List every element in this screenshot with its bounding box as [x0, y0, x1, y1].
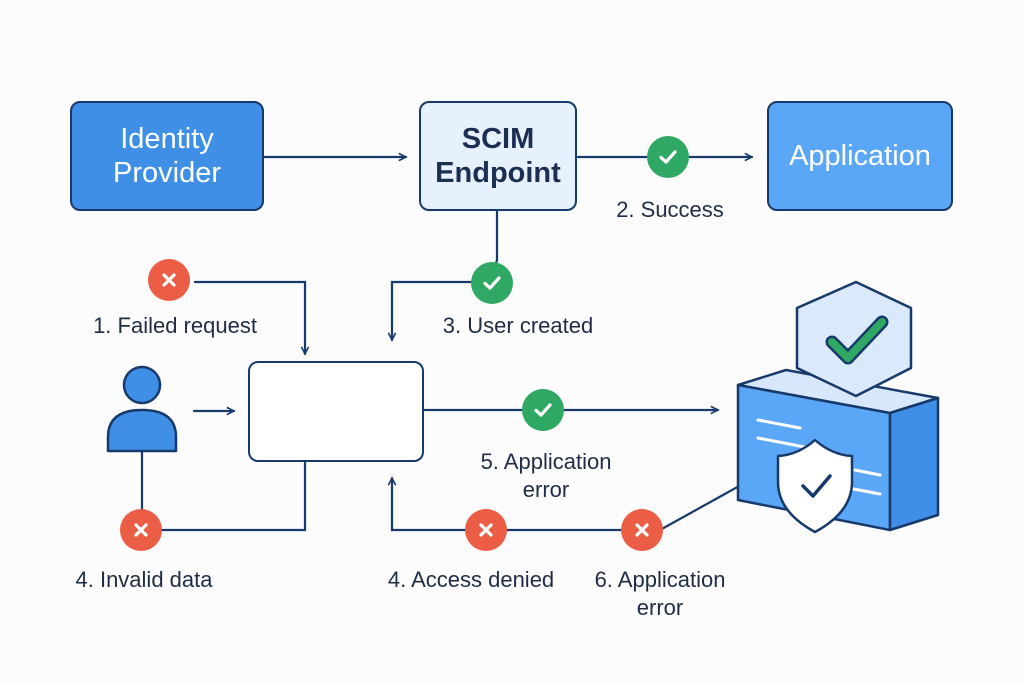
x-icon — [134, 523, 148, 537]
x-icon — [635, 523, 649, 537]
error-badge-1 — [148, 259, 190, 301]
shield-check-icon — [776, 438, 854, 534]
label-access-denied: 4. Access denied — [387, 567, 555, 592]
check-icon — [483, 276, 501, 290]
user-icon — [106, 365, 178, 453]
success-badge-5 — [522, 389, 564, 431]
arrow-failed-request — [193, 280, 305, 356]
label-failed-request: 1. Failed request — [93, 313, 257, 338]
label-user-created: 3. User created — [442, 313, 594, 338]
x-icon — [162, 273, 176, 287]
label-application-error-5: 5. Application error — [480, 449, 612, 502]
label-invalid-data: 4. Invalid data — [75, 567, 213, 592]
error-badge-4-invalid — [120, 509, 162, 551]
arrow-access-denied — [392, 476, 752, 532]
label-success: 2. Success — [616, 197, 724, 222]
error-badge-4-access — [465, 509, 507, 551]
hexagon-check-icon — [795, 280, 913, 398]
users-hub-node — [248, 361, 424, 462]
line-invalid-data — [140, 450, 307, 532]
label-application-error-6: 6. Application error — [594, 567, 726, 620]
scim-endpoint-node: SCIM Endpoint — [419, 101, 577, 211]
success-badge-3 — [471, 262, 513, 304]
application-node: Application — [767, 101, 953, 211]
identity-provider-node: Identity Provider — [70, 101, 264, 211]
check-icon — [659, 150, 677, 164]
check-icon — [534, 403, 552, 417]
success-badge-2 — [647, 136, 689, 178]
x-icon — [479, 523, 493, 537]
error-badge-6 — [621, 509, 663, 551]
